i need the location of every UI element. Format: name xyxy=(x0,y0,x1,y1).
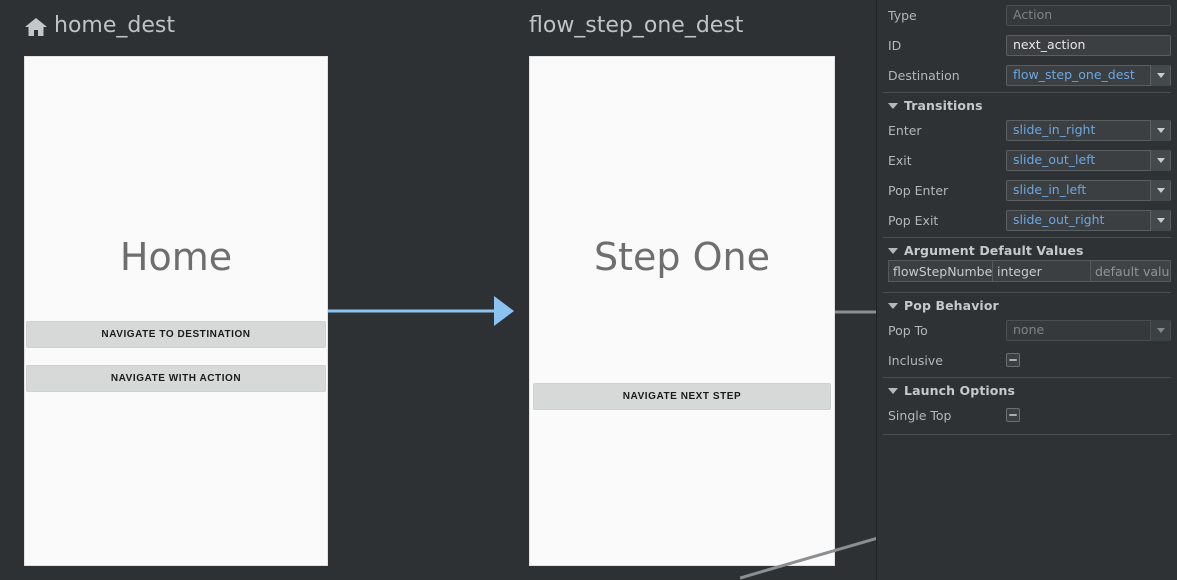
combo-destination[interactable]: flow_step_one_dest xyxy=(1006,64,1171,86)
combo-enter-value: slide_in_right xyxy=(1013,121,1096,137)
label-single-top: Single Top xyxy=(888,407,952,423)
combo-pop-enter[interactable]: slide_in_left xyxy=(1006,179,1171,201)
destination-label-home[interactable]: home_dest xyxy=(24,13,175,38)
panel-bottom-divider xyxy=(883,434,1171,435)
action-connector-arrow[interactable] xyxy=(328,290,518,335)
combo-pop-to[interactable]: none xyxy=(1006,319,1171,341)
section-argument-defaults-title: Argument Default Values xyxy=(904,243,1084,258)
argument-row[interactable]: flowStepNumbe integer default value xyxy=(883,260,1171,282)
section-launch-options-title: Launch Options xyxy=(904,383,1016,398)
attr-row-pop-enter: Pop Enter slide_in_left xyxy=(883,175,1171,205)
caret-down-icon xyxy=(888,247,898,254)
combo-pop-exit-value: slide_out_right xyxy=(1013,211,1105,227)
label-pop-to: Pop To xyxy=(888,322,928,338)
checkbox-inclusive[interactable] xyxy=(1006,353,1020,367)
connector-diagonal-bottom xyxy=(740,537,876,580)
attr-row-single-top: Single Top xyxy=(883,400,1171,430)
attr-row-exit: Exit slide_out_left xyxy=(883,145,1171,175)
chevron-down-icon[interactable] xyxy=(1150,149,1170,171)
section-transitions-title: Transitions xyxy=(904,98,983,113)
combo-pop-to-value: none xyxy=(1013,321,1045,337)
section-pop-behavior[interactable]: Pop Behavior xyxy=(883,292,1171,315)
flow-step-one-screen-title: Step One xyxy=(594,235,770,279)
attr-row-enter: Enter slide_in_right xyxy=(883,115,1171,145)
connector-stub-right xyxy=(835,310,876,314)
argument-default-cell[interactable]: default value xyxy=(1090,260,1171,282)
label-type: Type xyxy=(888,7,917,23)
button-navigate-with-action[interactable]: NAVIGATE WITH ACTION xyxy=(26,365,326,392)
caret-down-icon xyxy=(888,387,898,394)
home-icon xyxy=(24,16,48,38)
destination-preview-home[interactable]: Home NAVIGATE TO DESTINATION NAVIGATE WI… xyxy=(24,56,328,566)
label-id: ID xyxy=(888,37,902,53)
caret-down-icon xyxy=(888,102,898,109)
button-navigate-next-step[interactable]: NAVIGATE NEXT STEP xyxy=(533,383,831,410)
label-pop-enter: Pop Enter xyxy=(888,182,949,198)
label-destination: Destination xyxy=(888,67,960,83)
section-transitions[interactable]: Transitions xyxy=(883,92,1171,115)
chevron-down-icon[interactable] xyxy=(1150,319,1170,341)
label-pop-exit: Pop Exit xyxy=(888,212,939,228)
combo-destination-value: flow_step_one_dest xyxy=(1013,66,1135,82)
input-id[interactable]: next_action xyxy=(1006,34,1171,56)
destination-label-home-text: home_dest xyxy=(54,13,175,38)
caret-down-icon xyxy=(888,302,898,309)
label-inclusive: Inclusive xyxy=(888,352,943,368)
label-exit: Exit xyxy=(888,152,912,168)
attributes-panel: Type Action ID next_action Destination f… xyxy=(876,0,1177,580)
combo-enter[interactable]: slide_in_right xyxy=(1006,119,1171,141)
chevron-down-icon[interactable] xyxy=(1150,64,1170,86)
combo-pop-enter-value: slide_in_left xyxy=(1013,181,1087,197)
section-argument-defaults[interactable]: Argument Default Values xyxy=(883,237,1171,260)
combo-pop-exit[interactable]: slide_out_right xyxy=(1006,209,1171,231)
chevron-down-icon[interactable] xyxy=(1150,179,1170,201)
attr-row-pop-to: Pop To none xyxy=(883,315,1171,345)
button-navigate-to-destination[interactable]: NAVIGATE TO DESTINATION xyxy=(26,321,326,348)
input-type[interactable]: Action xyxy=(1006,4,1171,26)
chevron-down-icon[interactable] xyxy=(1150,209,1170,231)
combo-exit[interactable]: slide_out_left xyxy=(1006,149,1171,171)
destination-label-flow-step-one-text: flow_step_one_dest xyxy=(529,13,744,38)
attr-row-inclusive: Inclusive xyxy=(883,345,1171,375)
attr-row-id: ID next_action xyxy=(883,30,1171,60)
combo-exit-value: slide_out_left xyxy=(1013,151,1096,167)
destination-label-flow-step-one[interactable]: flow_step_one_dest xyxy=(529,13,743,38)
chevron-down-icon[interactable] xyxy=(1150,119,1170,141)
navigation-canvas[interactable]: home_dest Home NAVIGATE TO DESTINATION N… xyxy=(0,0,876,580)
argument-type-cell[interactable]: integer xyxy=(992,260,1090,282)
argument-name-cell[interactable]: flowStepNumbe xyxy=(888,260,992,282)
attr-row-destination: Destination flow_step_one_dest xyxy=(883,60,1171,90)
destination-preview-flow-step-one[interactable]: Step One NAVIGATE NEXT STEP xyxy=(529,56,835,566)
checkbox-single-top[interactable] xyxy=(1006,408,1020,422)
section-pop-behavior-title: Pop Behavior xyxy=(904,298,999,313)
attr-row-pop-exit: Pop Exit slide_out_right xyxy=(883,205,1171,235)
section-launch-options[interactable]: Launch Options xyxy=(883,377,1171,400)
attr-row-type: Type Action xyxy=(883,0,1171,30)
label-enter: Enter xyxy=(888,122,922,138)
home-screen-title: Home xyxy=(119,235,233,279)
